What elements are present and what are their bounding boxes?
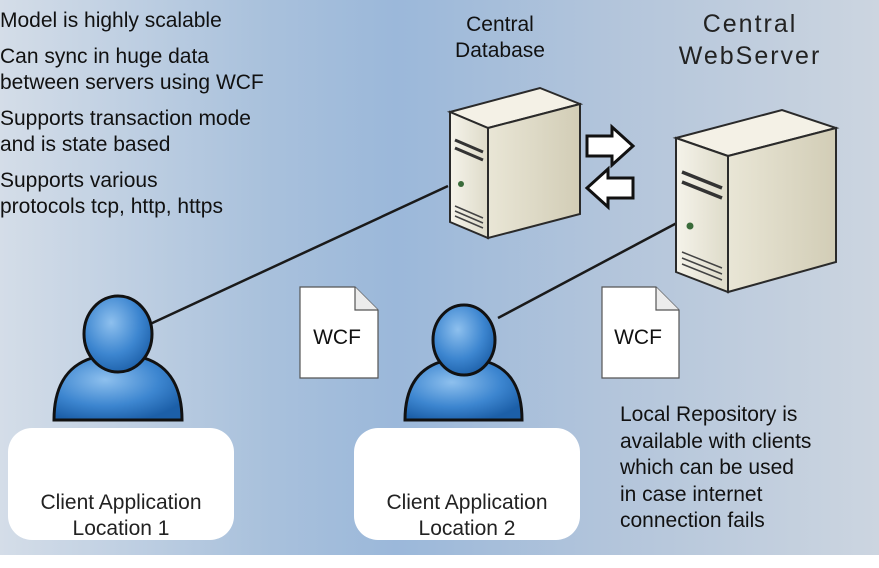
client-1-box: Client Application Location 1 xyxy=(8,428,234,540)
central-webserver-label: Central WebServer xyxy=(678,10,822,70)
arrow-right-icon xyxy=(585,123,636,169)
central-database-label: Central Database xyxy=(455,13,545,62)
feature-list: Model is highly scalable Can sync in hug… xyxy=(0,8,360,230)
link-client2-webserver xyxy=(497,214,691,320)
local-repository-note: Local Repository is available with clien… xyxy=(620,403,812,532)
diagram-canvas: WCF WCF xyxy=(52,86,840,422)
wcf-label-1: WCF xyxy=(313,326,361,349)
feature-item: Supports various protocols tcp, http, ht… xyxy=(0,169,223,218)
client-1-label: Client Application Location 1 xyxy=(40,491,202,540)
feature-item: Supports transaction mode and is state b… xyxy=(0,107,251,156)
client-2-user-icon xyxy=(403,303,524,422)
database-server-icon xyxy=(446,86,584,240)
arrow-left-icon xyxy=(584,165,635,211)
link-client1-database xyxy=(147,184,449,327)
client-1-user-icon xyxy=(52,294,184,422)
feature-item: Model is highly scalable xyxy=(0,9,222,32)
wcf-label-2: WCF xyxy=(614,326,662,349)
feature-item: Can sync in huge data between servers us… xyxy=(0,45,264,94)
client-2-box: Client Application Location 2 xyxy=(354,428,580,540)
wcf-document-1-icon xyxy=(299,286,379,379)
client-2-label: Client Application Location 2 xyxy=(386,491,548,540)
wcf-document-2-icon xyxy=(601,286,680,379)
webserver-icon xyxy=(672,108,840,294)
